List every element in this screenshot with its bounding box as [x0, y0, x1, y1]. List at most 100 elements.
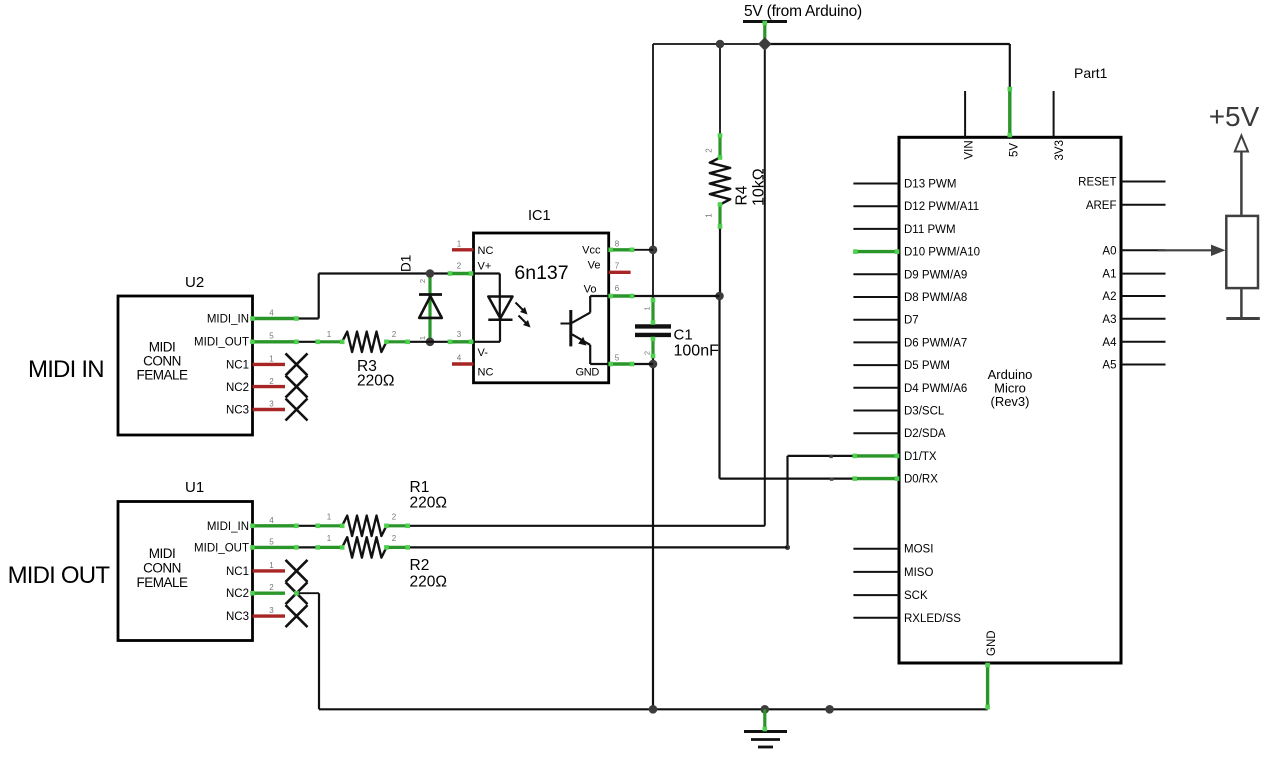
svg-text:D12 PWM/A11: D12 PWM/A11 — [904, 201, 979, 213]
svg-text:MIDI_IN: MIDI_IN — [207, 314, 249, 326]
svg-text:D7: D7 — [904, 315, 919, 327]
svg-text:A1: A1 — [1102, 269, 1116, 281]
svg-text:D10 PWM/A10: D10 PWM/A10 — [904, 247, 980, 259]
svg-text:(Rev3): (Rev3) — [990, 394, 1029, 409]
svg-text:V-: V- — [478, 347, 489, 359]
svg-text:1: 1 — [327, 513, 332, 522]
svg-text:FEMALE: FEMALE — [136, 368, 188, 383]
svg-text:NC: NC — [478, 245, 494, 257]
svg-text:D6 PWM/A7: D6 PWM/A7 — [904, 337, 967, 349]
svg-text:3: 3 — [269, 606, 274, 615]
svg-text:2: 2 — [392, 330, 397, 339]
svg-text:1: 1 — [269, 355, 274, 364]
svg-text:1: 1 — [457, 240, 462, 249]
svg-text:AREF: AREF — [1086, 200, 1117, 212]
svg-text:A4: A4 — [1102, 337, 1117, 349]
svg-text:GND: GND — [986, 630, 998, 656]
svg-text:R1: R1 — [410, 479, 430, 496]
svg-text:2: 2 — [269, 377, 274, 386]
svg-text:VIN: VIN — [964, 140, 976, 159]
svg-text:MIDI: MIDI — [149, 546, 176, 561]
svg-text:R4: R4 — [734, 185, 751, 205]
svg-text:2: 2 — [705, 148, 714, 153]
svg-text:RXLED/SS: RXLED/SS — [904, 613, 961, 625]
svg-text:8: 8 — [615, 240, 620, 249]
svg-text:5V (from Arduino): 5V (from Arduino) — [744, 3, 862, 20]
svg-text:A3: A3 — [1102, 314, 1116, 326]
svg-text:5V: 5V — [1008, 143, 1020, 157]
svg-text:Vcc: Vcc — [582, 245, 601, 257]
svg-text:3: 3 — [269, 400, 274, 409]
svg-text:D0/RX: D0/RX — [904, 474, 938, 486]
svg-text:5: 5 — [269, 332, 274, 341]
svg-text:V+: V+ — [478, 261, 492, 273]
svg-text:MISO: MISO — [904, 567, 933, 579]
svg-text:D3/SCL: D3/SCL — [904, 406, 945, 418]
svg-text:1: 1 — [269, 561, 274, 570]
svg-text:C1: C1 — [674, 327, 693, 344]
svg-text:A0: A0 — [1102, 245, 1116, 257]
svg-text:Micro: Micro — [994, 381, 1026, 396]
svg-text:4: 4 — [269, 309, 274, 318]
svg-text:D8 PWM/A8: D8 PWM/A8 — [904, 292, 967, 304]
svg-text:Ve: Ve — [588, 260, 601, 272]
svg-text:U2: U2 — [185, 274, 204, 291]
svg-text:2: 2 — [392, 513, 397, 522]
svg-text:NC2: NC2 — [226, 382, 249, 394]
svg-text:D1/TX: D1/TX — [904, 451, 937, 463]
svg-text:5: 5 — [615, 354, 620, 363]
svg-text:+5V: +5V — [1209, 101, 1260, 132]
svg-text:7: 7 — [615, 262, 620, 271]
svg-text:2: 2 — [418, 279, 427, 283]
svg-text:MIDI IN: MIDI IN — [28, 356, 104, 383]
svg-text:D2/SDA: D2/SDA — [904, 428, 946, 440]
svg-text:MIDI_OUT: MIDI_OUT — [194, 542, 249, 554]
svg-text:U1: U1 — [185, 479, 204, 496]
svg-text:GND: GND — [575, 367, 599, 379]
svg-text:1: 1 — [705, 213, 714, 218]
svg-text:100nF: 100nF — [674, 343, 720, 360]
svg-text:1: 1 — [643, 306, 652, 310]
svg-text:NC: NC — [478, 367, 494, 379]
svg-text:MIDI OUT: MIDI OUT — [8, 562, 111, 589]
svg-text:6: 6 — [615, 284, 620, 293]
svg-text:MOSI: MOSI — [904, 544, 933, 556]
svg-text:2: 2 — [392, 534, 397, 543]
svg-text:CONN: CONN — [143, 561, 181, 576]
svg-text:A5: A5 — [1102, 360, 1116, 372]
svg-text:NC2: NC2 — [226, 588, 249, 600]
svg-text:MIDI_OUT: MIDI_OUT — [194, 337, 249, 349]
svg-text:2: 2 — [457, 262, 462, 271]
svg-text:D4 PWM/A6: D4 PWM/A6 — [904, 383, 967, 395]
svg-text:2: 2 — [269, 583, 274, 592]
svg-text:3: 3 — [457, 330, 462, 339]
svg-text:220Ω: 220Ω — [357, 373, 394, 390]
svg-text:NC1: NC1 — [226, 566, 249, 578]
svg-text:NC3: NC3 — [226, 611, 249, 623]
svg-text:D11 PWM: D11 PWM — [904, 224, 956, 236]
svg-text:220Ω: 220Ω — [410, 495, 447, 512]
svg-text:5: 5 — [269, 537, 274, 546]
svg-text:D13 PWM: D13 PWM — [904, 179, 956, 191]
svg-text:RESET: RESET — [1078, 177, 1116, 189]
svg-text:1: 1 — [327, 330, 332, 339]
svg-text:Part1: Part1 — [1074, 65, 1108, 81]
svg-text:D5 PWM: D5 PWM — [904, 360, 950, 372]
svg-text:FEMALE: FEMALE — [136, 575, 188, 590]
svg-text:1: 1 — [418, 336, 427, 340]
svg-text:220Ω: 220Ω — [410, 574, 447, 591]
svg-text:NC1: NC1 — [226, 360, 249, 372]
svg-text:3V3: 3V3 — [1054, 140, 1066, 160]
svg-text:R3: R3 — [357, 358, 377, 375]
svg-text:SCK: SCK — [904, 590, 928, 602]
svg-text:6n137: 6n137 — [514, 262, 568, 284]
svg-text:A2: A2 — [1102, 291, 1116, 303]
svg-text:10kΩ: 10kΩ — [751, 168, 768, 206]
svg-text:NC3: NC3 — [226, 405, 249, 417]
svg-text:2: 2 — [643, 351, 652, 355]
svg-text:4: 4 — [269, 516, 274, 525]
svg-text:MIDI: MIDI — [149, 340, 176, 355]
svg-text:D1: D1 — [399, 255, 414, 272]
svg-text:Arduino: Arduino — [988, 367, 1033, 382]
svg-text:1: 1 — [327, 534, 332, 543]
